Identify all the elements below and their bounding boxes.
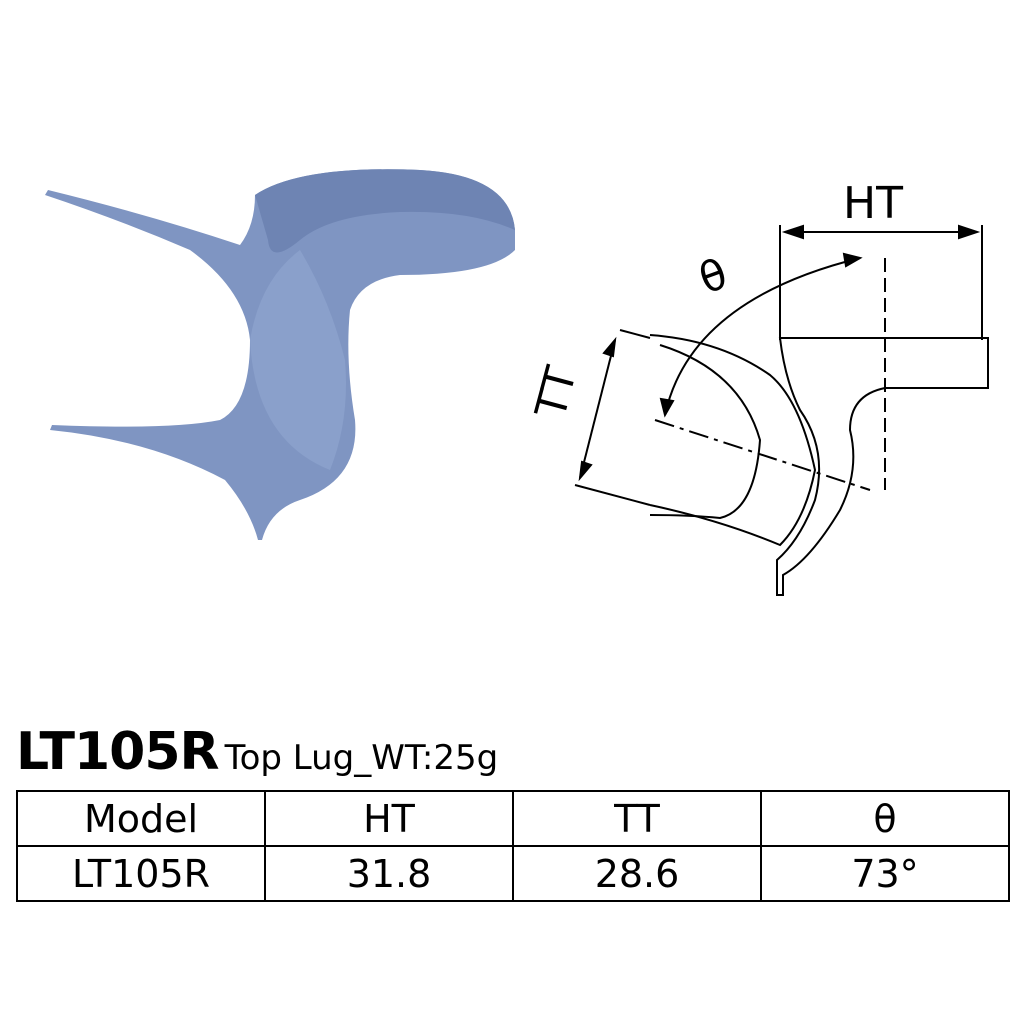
- model-name: LT105R: [16, 722, 220, 782]
- header-tt: TT: [512, 790, 762, 847]
- header-theta: θ: [760, 790, 1010, 847]
- theta-label: θ: [693, 249, 734, 304]
- header-model: Model: [16, 790, 266, 847]
- dimension-drawing: [574, 224, 989, 596]
- table-header-row: Model HT TT θ: [16, 790, 1010, 847]
- header-ht: HT: [264, 790, 514, 847]
- lug-3d-render: [45, 169, 515, 540]
- cell-model: LT105R: [16, 845, 266, 902]
- tt-label: TT: [525, 361, 586, 424]
- cell-ht: 31.8: [264, 845, 514, 902]
- table-row: LT105R 31.8 28.6 73°: [16, 845, 1010, 902]
- spec-table: Model HT TT θ LT105R 31.8 28.6 73°: [16, 790, 1010, 902]
- cell-tt: 28.6: [512, 845, 762, 902]
- cell-theta: 73°: [760, 845, 1010, 902]
- product-subtitle: Top Lug_WT:25g: [224, 738, 499, 778]
- ht-label: HT: [843, 178, 903, 229]
